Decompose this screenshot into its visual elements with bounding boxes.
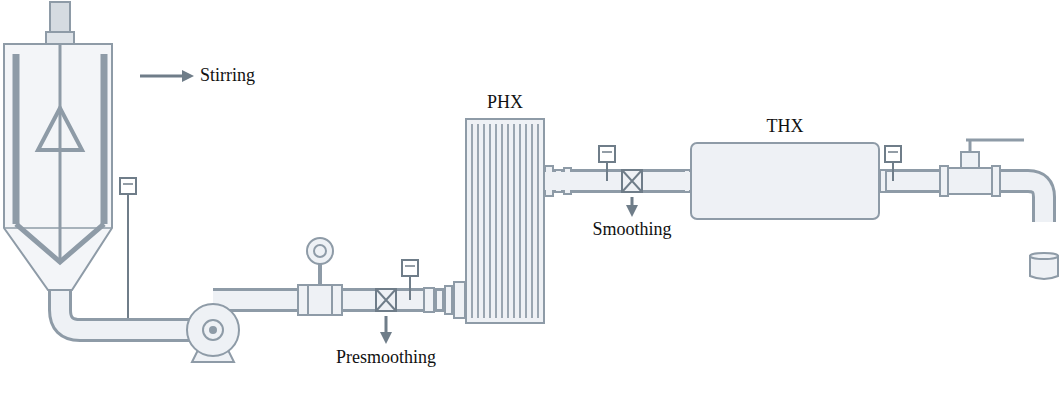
thermometer — [599, 146, 615, 162]
reducer-flange — [880, 170, 886, 192]
flow-meter — [318, 264, 322, 285]
callout-arrow — [626, 205, 638, 217]
pipe-body — [60, 288, 200, 330]
plate-fin — [471, 124, 473, 318]
exchanger-frame — [466, 119, 544, 323]
tube-heat-exchanger: THX — [690, 142, 880, 220]
stirred-tank — [13, 54, 20, 224]
thermometer — [123, 183, 133, 185]
equipment-label: PHX — [487, 93, 523, 113]
outlet-cup — [1030, 253, 1058, 259]
callout-label: Stirring — [200, 66, 255, 86]
static-mixer — [622, 170, 642, 192]
stirred-tank — [46, 32, 74, 44]
static-mixer — [622, 170, 642, 192]
plate-fin — [477, 124, 479, 318]
stirred-tank — [59, 44, 62, 262]
valve — [969, 140, 972, 152]
reducer-flange — [454, 282, 465, 318]
stirred-tank — [4, 44, 112, 290]
pump — [187, 304, 239, 362]
thermometer — [892, 162, 894, 181]
callout-label: Smoothing — [592, 220, 671, 240]
stirred-tank — [38, 148, 82, 152]
thermometer — [888, 151, 898, 153]
valve — [948, 168, 992, 194]
plate-fin — [483, 124, 485, 318]
plate-fin — [531, 124, 533, 318]
callout-arrow — [385, 316, 388, 334]
callout-arrow — [182, 70, 194, 82]
reducer-flange — [445, 286, 452, 314]
stirred-tank — [101, 54, 108, 224]
valve — [966, 139, 1024, 142]
stirred-tank — [50, 2, 70, 32]
thermometer — [606, 162, 608, 181]
thermometer — [409, 276, 411, 300]
callout-arrow — [140, 70, 638, 344]
flow-meter — [331, 285, 333, 315]
thermometer — [602, 151, 612, 153]
pump — [187, 304, 239, 356]
reducer-flange — [424, 288, 434, 312]
plate-fin — [519, 124, 521, 318]
plate-fin — [495, 124, 497, 318]
valve — [940, 140, 1024, 196]
plate-fin — [501, 124, 503, 318]
equipment-label: THX — [767, 117, 804, 137]
callout-label: Presmoothing — [336, 348, 436, 368]
reducer-flange — [436, 290, 443, 310]
valve — [940, 166, 948, 196]
flow-meter — [314, 245, 326, 257]
exchanger-shell — [691, 143, 879, 219]
plate-fin — [537, 124, 539, 318]
pipe-outline — [60, 288, 200, 330]
static-mixer — [376, 289, 396, 311]
exchanger-outline — [465, 118, 545, 324]
stirred-tank — [38, 108, 82, 150]
static-mixer — [376, 289, 396, 311]
stirred-tank — [4, 2, 112, 290]
pipe-connector — [545, 172, 690, 190]
valve — [992, 166, 1000, 196]
thermometer — [405, 265, 415, 267]
plate-fin — [489, 124, 491, 318]
plate-heat-exchanger: PHX — [465, 118, 545, 324]
flow-meter — [298, 238, 342, 315]
flow-meter — [298, 285, 342, 315]
plate-fin — [507, 124, 509, 318]
pump — [210, 327, 216, 333]
outlet-cup — [1030, 253, 1058, 279]
pump — [203, 320, 223, 340]
thermometer — [885, 146, 901, 162]
pipe-outline — [545, 169, 690, 193]
thermometer — [127, 194, 129, 318]
valve — [961, 152, 979, 168]
callout-arrow — [380, 332, 392, 344]
exchanger-outline — [690, 142, 880, 220]
flow-meter — [307, 238, 333, 264]
flow-meter — [307, 285, 309, 315]
thermometer — [120, 178, 136, 194]
stirred-tank — [16, 224, 104, 262]
plate-fin — [513, 124, 515, 318]
thermometer — [402, 260, 418, 276]
callout-arrow — [140, 75, 184, 78]
plate-fin — [525, 124, 527, 318]
